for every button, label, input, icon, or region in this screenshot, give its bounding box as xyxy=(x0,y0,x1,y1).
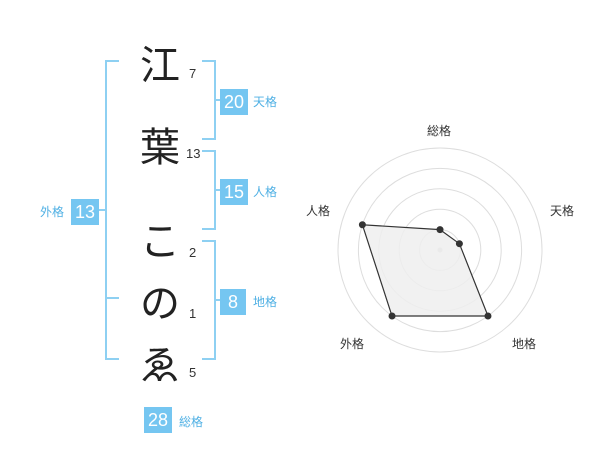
stroke-count-1: 7 xyxy=(189,66,197,81)
gaikaku-label: 外格 xyxy=(40,205,65,219)
soukaku-label: 総格 xyxy=(179,415,204,429)
radar-axis-label-gaikaku: 外格 xyxy=(340,337,365,351)
tenkaku-label: 天格 xyxy=(253,95,278,109)
name-char-2: 葉 xyxy=(140,125,180,171)
name-char-4: の xyxy=(140,281,180,327)
radar-grid-ring xyxy=(357,167,523,333)
gaikaku-bracket-tick xyxy=(99,209,107,211)
radar-series-polygon xyxy=(361,224,489,317)
radar-axis-label-tenkaku: 天格 xyxy=(550,204,575,218)
radar-point-1 xyxy=(436,226,444,234)
radar-point-3 xyxy=(484,312,492,320)
radar-point-5 xyxy=(358,221,366,229)
stroke-count-3: 2 xyxy=(189,245,197,260)
soukaku-value: 28 xyxy=(144,407,172,433)
radar-point-2 xyxy=(455,240,463,248)
gaikaku-bracket-inner-tick xyxy=(105,297,119,299)
name-char-5: ゑ xyxy=(140,343,180,389)
name-char-3: こ xyxy=(140,219,180,265)
jinkaku-bracket-tick xyxy=(214,189,222,191)
chikaku-bracket-tick xyxy=(214,299,222,301)
radar-point-4 xyxy=(388,312,396,320)
stroke-count-2: 13 xyxy=(186,146,201,161)
chikaku-label: 地格 xyxy=(253,295,278,309)
stroke-count-5: 5 xyxy=(189,365,197,380)
tenkaku-bracket-tick xyxy=(214,99,222,101)
stroke-count-4: 1 xyxy=(189,306,197,321)
jinkaku-value: 15 xyxy=(220,179,248,205)
radar-axis-label-chikaku: 地格 xyxy=(512,337,537,351)
jinkaku-label: 人格 xyxy=(253,185,278,199)
name-char-1: 江 xyxy=(140,43,180,89)
tenkaku-value: 20 xyxy=(220,89,248,115)
radar-axis-label-soukaku: 総格 xyxy=(427,124,452,138)
radar-grid-ring xyxy=(337,147,543,353)
chikaku-value: 8 xyxy=(220,289,246,315)
gaikaku-value: 13 xyxy=(71,199,99,225)
radar-axis-label-jinkaku: 人格 xyxy=(306,204,331,218)
